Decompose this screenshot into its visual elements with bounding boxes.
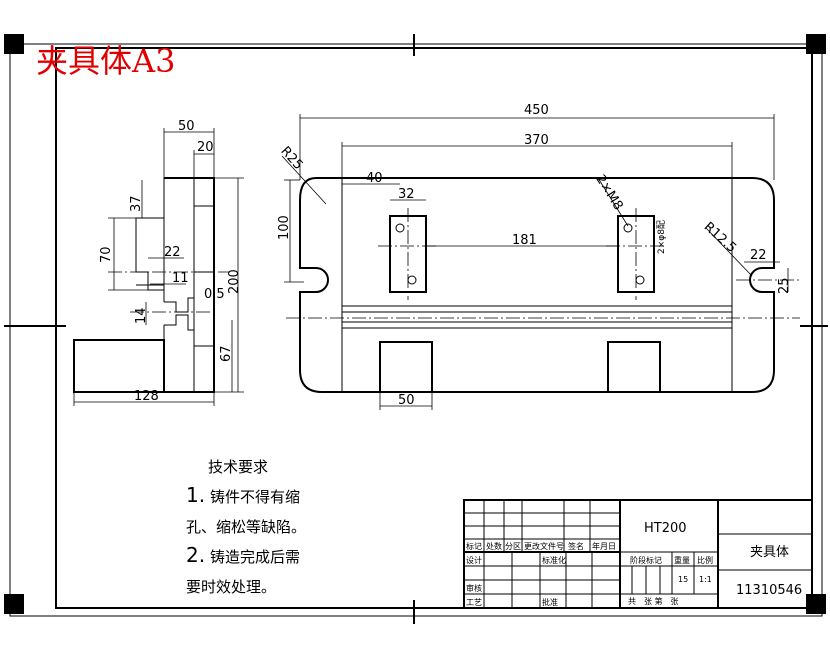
front-base-left (379, 341, 433, 393)
dim-front-100: 100 (277, 215, 292, 240)
inner-frame (55, 47, 813, 609)
outer-border (9, 43, 823, 617)
corner-mark-tr (806, 34, 826, 54)
tb-col-zone: 分区 (505, 542, 521, 551)
tb-material: HT200 (644, 521, 687, 536)
dim-front-50: 50 (398, 393, 415, 408)
tb-col-sign: 签名 (568, 541, 584, 551)
dim-side-11: 11 (172, 271, 189, 286)
req-item1-a: 铸件不得有缩 (210, 488, 300, 506)
dim-side-22: 22 (164, 245, 181, 260)
tb-sheets: 共 张 第 张 (628, 596, 679, 606)
corner-mark-tl (4, 34, 24, 54)
tb-row-approve: 批准 (542, 597, 558, 607)
dim-side-128: 128 (134, 389, 159, 404)
front-view: 450 370 40 32 R25 2×M8 2×φ8配 181 R12.5 2… (277, 103, 800, 410)
dim-front-40: 40 (366, 171, 383, 186)
tb-part-name: 夹具体 (750, 545, 789, 560)
dim-side-width: 50 (178, 119, 195, 134)
tb-drawing-no: 11310546 (736, 583, 802, 598)
tb-col-docno: 更改文件号 (524, 541, 564, 551)
req-item1-num: 1. (186, 483, 205, 507)
title-block: HT200 夹具体 11310546 标记 处数 分区 更改文件号 签名 年月日… (463, 499, 813, 609)
tb-row-check: 审核 (466, 583, 482, 593)
req-item2-num: 2. (186, 543, 205, 567)
dim-front-r125: R12.5 (701, 219, 739, 256)
tb-row-process: 工艺 (466, 598, 482, 607)
corner-mark-br (806, 594, 826, 614)
technical-requirements: 技术要求 1. 铸件不得有缩 孔、缩松等缺陷。 2. 铸造完成后需 要时效处理。 (186, 458, 306, 596)
dim-front-22: 22 (750, 248, 767, 263)
dim-front-32: 32 (398, 187, 415, 202)
tb-col-mark: 标记 (466, 541, 482, 551)
req-heading: 技术要求 (208, 458, 268, 476)
req-item2-b: 要时效处理。 (186, 578, 276, 596)
dim-front-pin: 2×φ8配 (656, 220, 667, 254)
dim-side-14: 14 (134, 307, 149, 324)
dim-front-370: 370 (524, 133, 549, 148)
dim-side-37: 37 (129, 195, 144, 212)
side-view: 50 20 37 70 22 11 0.5 200 14 67 (73, 119, 244, 406)
tb-scale: 比例 (697, 555, 713, 565)
req-item2-a: 铸造完成后需 (210, 548, 300, 566)
dim-side-70: 70 (99, 246, 114, 263)
side-t-slot (164, 297, 194, 313)
tb-row-design: 设计 (466, 555, 482, 565)
dim-front-25: 25 (777, 277, 792, 294)
drawing-title: 夹具体A3 (36, 42, 175, 80)
side-bolt-hole (135, 217, 164, 291)
front-base-right (607, 341, 661, 393)
front-body-outline (299, 177, 775, 393)
dim-front-r25: R25 (277, 144, 305, 173)
tb-scale-val: 1:1 (699, 575, 712, 584)
tb-stage-mark: 阶段标记 (630, 555, 662, 565)
side-body (164, 177, 215, 393)
dim-side-05: 0.5 (204, 287, 225, 302)
tb-weight: 重量 (674, 555, 690, 565)
dim-side-200: 200 (227, 269, 242, 294)
corner-mark-bl (4, 594, 24, 614)
tb-col-date: 年月日 (592, 541, 616, 551)
req-item1-b: 孔、缩松等缺陷。 (186, 518, 306, 536)
dim-side-20: 20 (197, 140, 214, 155)
tb-weight-val: 15 (678, 575, 688, 584)
side-base-plate (73, 339, 165, 393)
tb-row-std: 标准化 (542, 555, 566, 565)
tb-col-count: 处数 (486, 541, 502, 551)
dim-side-67: 67 (219, 345, 234, 362)
dim-front-450: 450 (524, 103, 549, 118)
dim-front-181: 181 (512, 233, 537, 248)
